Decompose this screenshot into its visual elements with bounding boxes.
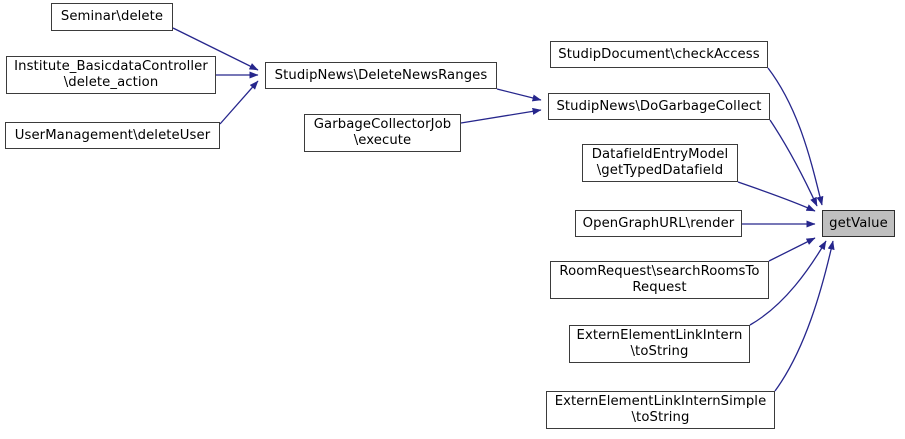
- node-label-getvalue: getValue: [829, 215, 888, 231]
- node-externelementlinkinternsimple_tostring[interactable]: ExternElementLinkInternSimple \toString: [546, 391, 775, 429]
- edge-studipdocument_checkaccess-to-getvalue: [767, 67, 824, 206]
- node-label-seminar_delete: Seminar\delete: [60, 9, 164, 24]
- node-label-opengraphurl_render: OpenGraphURL\render: [582, 215, 735, 231]
- node-externelementlinkintern_tostring[interactable]: ExternElementLinkIntern \toString: [569, 325, 750, 363]
- node-label-studipdocument_checkaccess: StudipDocument\checkAccess: [558, 46, 760, 62]
- edge-datafieldentrymodel_gettypeddatafield-to-getvalue: [737, 181, 816, 212]
- edge-studipnews_deletenewsranges-to-studipnews_dogarbagecollect: [496, 88, 542, 102]
- node-studipdocument_checkaccess[interactable]: StudipDocument\checkAccess: [550, 41, 768, 68]
- node-garbagecollectorjob_execute[interactable]: GarbageCollectorJob \execute: [304, 114, 461, 152]
- edge-externelementlinkinternsimple_tostring-to-getvalue: [774, 240, 835, 392]
- edge-garbagecollectorjob_execute-to-studipnews_dogarbagecollect: [460, 107, 542, 124]
- node-datafieldentrymodel_gettypeddatafield[interactable]: DatafieldEntryModel \getTypedDatafield: [582, 144, 738, 182]
- edge-roomrequest_searchroomstorequest-to-getvalue: [768, 237, 816, 262]
- edge-usermanagement_deleteuser-to-studipnews_deletenewsranges: [219, 80, 259, 125]
- node-label-garbagecollectorjob_execute: GarbageCollectorJob \execute: [313, 117, 452, 148]
- node-seminar_delete[interactable]: Seminar\delete: [51, 3, 173, 31]
- node-label-datafieldentrymodel_gettypeddatafield: DatafieldEntryModel \getTypedDatafield: [591, 147, 729, 178]
- node-label-usermanagement_deleteuser: UserManagement\deleteUser: [14, 127, 211, 143]
- node-label-studipnews_dogarbagecollect: StudipNews\DoGarbageCollect: [556, 98, 762, 114]
- node-label-externelementlinkintern_tostring: ExternElementLinkIntern \toString: [576, 328, 743, 359]
- node-studipnews_deletenewsranges[interactable]: StudipNews\DeleteNewsRanges: [265, 62, 497, 89]
- node-institute_basicdatacontroller_delete_action[interactable]: Institute_BasicdataController \delete_ac…: [6, 56, 216, 94]
- node-getvalue[interactable]: getValue: [822, 210, 895, 237]
- node-label-roomrequest_searchroomstorequest: RoomRequest\searchRoomsTo Request: [559, 264, 760, 295]
- node-roomrequest_searchroomstorequest[interactable]: RoomRequest\searchRoomsTo Request: [550, 261, 769, 299]
- node-opengraphurl_render[interactable]: OpenGraphURL\render: [575, 210, 742, 237]
- node-label-externelementlinkinternsimple_tostring: ExternElementLinkInternSimple \toString: [554, 394, 767, 425]
- node-usermanagement_deleteuser[interactable]: UserManagement\deleteUser: [5, 122, 220, 149]
- node-label-studipnews_deletenewsranges: StudipNews\DeleteNewsRanges: [274, 67, 488, 83]
- edge-studipnews_dogarbagecollect-to-getvalue: [769, 119, 818, 207]
- node-studipnews_dogarbagecollect[interactable]: StudipNews\DoGarbageCollect: [548, 93, 770, 120]
- node-label-institute_basicdatacontroller_delete_action: Institute_BasicdataController \delete_ac…: [14, 59, 208, 90]
